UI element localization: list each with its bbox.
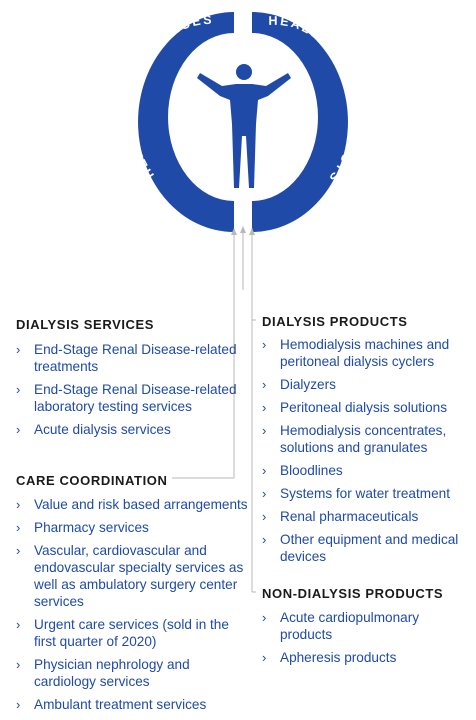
list-item: ›Renal pharmaceuticals xyxy=(262,509,419,524)
chevron-right-icon: › xyxy=(262,337,267,352)
list-item: ›End-Stage Renal Disease-related laborat… xyxy=(16,382,237,414)
list-item: ›Peritoneal dialysis solutions xyxy=(262,400,447,415)
non-dialysis-products-list: ›Acute cardiopulmonary products ›Apheres… xyxy=(262,609,474,672)
chevron-right-icon: › xyxy=(16,617,21,632)
list-item: ›Value and risk based arrangements xyxy=(16,497,248,512)
list-item: ›Systems for water treatment xyxy=(262,486,450,501)
chevron-right-icon: › xyxy=(16,657,21,672)
list-item: ›Other equipment and medical devices xyxy=(262,532,459,564)
list-item: ›Bloodlines xyxy=(262,463,343,478)
health-care-services-arc xyxy=(138,12,234,232)
list-item: ›Apheresis products xyxy=(262,650,397,665)
chevron-right-icon: › xyxy=(16,520,21,535)
chevron-right-icon: › xyxy=(16,697,21,712)
chevron-right-icon: › xyxy=(16,497,21,512)
connector-lines-lower xyxy=(172,290,256,593)
health-care-diagram: HEALTH CARE SERVICES HEALTH CARE PRODUCT… xyxy=(123,12,359,290)
dialysis-products-title: DIALYSIS PRODUCTS xyxy=(262,314,408,329)
chevron-right-icon: › xyxy=(16,422,21,437)
chevron-right-icon: › xyxy=(16,382,21,397)
list-item: ›Acute dialysis services xyxy=(16,422,171,437)
list-item: ›Hemodialysis machines and peritoneal di… xyxy=(262,337,450,369)
chevron-right-icon: › xyxy=(262,610,267,625)
arrow-head-care-coordination xyxy=(231,228,237,235)
chevron-right-icon: › xyxy=(262,423,267,438)
list-item: ›End-Stage Renal Disease-related treatme… xyxy=(16,342,237,374)
chevron-right-icon: › xyxy=(262,486,267,501)
person-icon xyxy=(197,64,291,188)
dialysis-products-list: ›Hemodialysis machines and peritoneal di… xyxy=(262,336,474,571)
care-coordination-title: CARE COORDINATION xyxy=(16,473,168,488)
arrow-head-dialysis-products xyxy=(249,228,255,235)
list-item: ›Acute cardiopulmonary products xyxy=(262,610,420,642)
list-item: ›Ambulant treatment services xyxy=(16,697,207,712)
health-care-products-arc xyxy=(252,12,348,232)
list-item: ›Physician nephrology and cardiology ser… xyxy=(16,657,190,689)
list-item: ›Dialyzers xyxy=(262,377,336,392)
list-item: ›Vascular, cardiovascular and endovascul… xyxy=(16,543,244,609)
chevron-right-icon: › xyxy=(16,342,21,357)
chevron-right-icon: › xyxy=(262,532,267,547)
arrow-head-dialysis-services xyxy=(240,226,246,233)
chevron-right-icon: › xyxy=(262,650,267,665)
list-item: ›Urgent care services (sold in the first… xyxy=(16,617,229,649)
care-coordination-list: ›Value and risk based arrangements ›Phar… xyxy=(16,496,251,719)
dialysis-services-list: ›End-Stage Renal Disease-related treatme… xyxy=(16,341,241,444)
chevron-right-icon: › xyxy=(16,543,21,558)
dialysis-services-title: DIALYSIS SERVICES xyxy=(16,317,155,332)
list-item: ›Hemodialysis concentrates, solutions an… xyxy=(262,423,447,455)
chevron-right-icon: › xyxy=(262,400,267,415)
chevron-right-icon: › xyxy=(262,377,267,392)
chevron-right-icon: › xyxy=(262,463,267,478)
non-dialysis-products-title: NON-DIALYSIS PRODUCTS xyxy=(262,586,444,601)
list-item: ›Pharmacy services xyxy=(16,520,149,535)
chevron-right-icon: › xyxy=(262,509,267,524)
